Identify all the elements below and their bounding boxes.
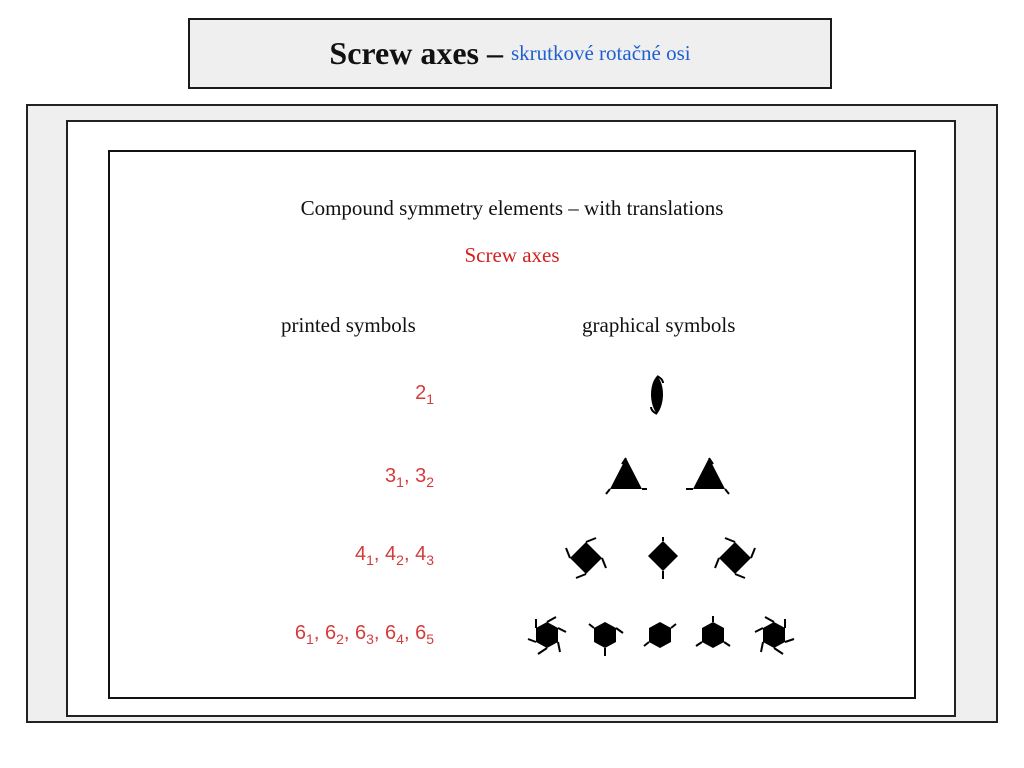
title-box: Screw axes – skrutkové rotačné osi <box>188 18 832 89</box>
fourfold-screw-icon <box>714 537 756 579</box>
column-graphical-heading: graphical symbols <box>582 313 736 337</box>
symbol-subscript: 1 <box>396 474 404 490</box>
screw-axis-symbol: 65 <box>415 622 434 647</box>
fourfold-screw-icon <box>565 537 607 579</box>
sixfold-screw-icon <box>754 616 795 655</box>
title-main: Screw axes <box>329 35 479 71</box>
symbol-separator: , <box>313 622 325 644</box>
symbol-separator: , <box>343 622 355 644</box>
screw-axis-symbol: 42 <box>385 543 404 568</box>
symbol-base: 6 <box>415 622 427 644</box>
symbol-separator: , <box>373 543 386 565</box>
sixfold-screw-icon <box>695 616 731 648</box>
symbol-base: 4 <box>354 543 367 565</box>
printed-symbols-row-2: 31, 32 <box>385 465 434 490</box>
symbol-base: 6 <box>385 622 397 644</box>
symbol-subscript: 3 <box>426 552 434 568</box>
screw-axis-symbol: 32 <box>415 465 434 490</box>
symbol-subscript: 1 <box>426 391 434 407</box>
content-heading: Compound symmetry elements – with transl… <box>300 196 724 220</box>
printed-symbols-row-3: 41, 42, 43 <box>355 543 434 568</box>
symbol-subscript: 1 <box>366 552 374 568</box>
fourfold-screw-icon <box>648 537 678 579</box>
screw-axis-symbol: 62 <box>324 622 344 647</box>
column-printed-heading: printed symbols <box>281 313 416 337</box>
symbol-separator: , <box>373 622 386 644</box>
title-subtitle: skrutkové rotačné osi <box>510 41 691 65</box>
sixfold-screw-icon <box>588 622 624 656</box>
twofold-screw-icon <box>650 375 664 415</box>
symbol-base: 4 <box>415 543 427 565</box>
screw-axis-symbol: 61 <box>294 622 314 647</box>
content-frame <box>108 150 916 699</box>
symbol-base: 6 <box>294 622 307 644</box>
screw-axis-symbol: 63 <box>354 622 374 647</box>
printed-symbols-row-4: 61, 62, 63, 64, 65 <box>295 622 434 647</box>
screw-axis-symbol: 41 <box>354 543 374 568</box>
symbol-subscript: 5 <box>426 631 434 647</box>
symbol-base: 6 <box>354 622 367 644</box>
symbol-separator: , <box>403 465 416 487</box>
content-subheading: Screw axes <box>464 243 560 267</box>
screw-axis-symbol: 21 <box>415 382 434 407</box>
screw-axis-symbol: 64 <box>385 622 404 647</box>
sixfold-screw-icon <box>527 616 567 655</box>
sixfold-screw-icon <box>643 622 677 648</box>
symbol-base: 6 <box>324 622 337 644</box>
symbol-base: 2 <box>415 382 427 404</box>
symbol-base: 3 <box>415 465 427 487</box>
symbol-subscript: 4 <box>396 631 404 647</box>
title-dash: – <box>486 35 503 71</box>
symbol-separator: , <box>403 543 416 565</box>
screw-axis-symbol: 31 <box>385 465 404 490</box>
symbol-subscript: 2 <box>426 474 434 490</box>
symbol-subscript: 2 <box>336 631 344 647</box>
threefold-screw-icon <box>605 457 647 495</box>
symbol-separator: , <box>403 622 416 644</box>
printed-symbols-row-1: 21 <box>415 382 434 407</box>
symbol-base: 4 <box>385 543 397 565</box>
threefold-screw-icon <box>686 457 730 495</box>
screw-axis-symbol: 43 <box>415 543 434 568</box>
symbol-base: 3 <box>385 465 397 487</box>
symbol-subscript: 3 <box>366 631 374 647</box>
symbol-subscript: 1 <box>306 631 314 647</box>
symbol-subscript: 2 <box>396 552 404 568</box>
